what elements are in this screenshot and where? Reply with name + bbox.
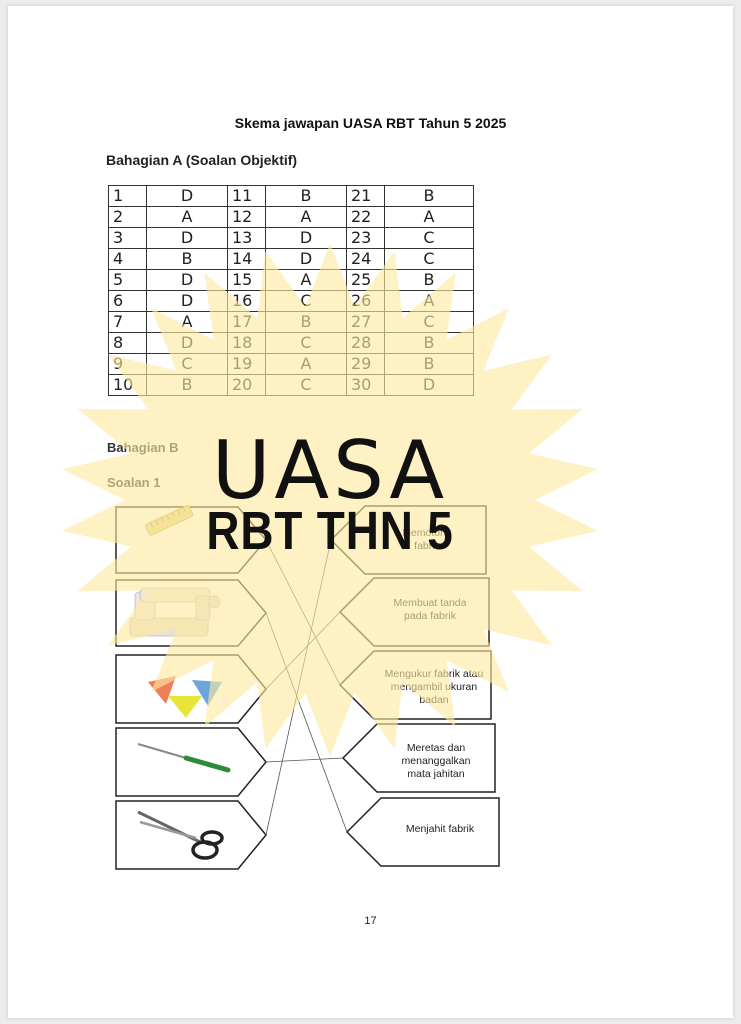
document-title: Skema jawapan UASA RBT Tahun 5 2025 — [234, 115, 507, 131]
description-line: Membuat tanda — [393, 597, 467, 609]
description-line: badan — [419, 694, 449, 706]
watermark-subtitle: RBT THN 5 — [206, 501, 454, 561]
description-line: Mengukur fabrik atau — [384, 668, 484, 680]
match-line-3 — [265, 611, 341, 690]
description-line: pada fabrik — [404, 610, 456, 622]
description-line: Menjahit fabrik — [405, 823, 475, 835]
tool-box-3 — [115, 654, 267, 724]
scissors-icon — [137, 810, 224, 860]
match-line-2 — [265, 612, 348, 833]
description-line: mata jahitan — [407, 768, 465, 780]
description-line: menanggalkan — [401, 755, 471, 767]
match-line-5 — [265, 539, 332, 836]
page-number: 17 — [364, 915, 377, 927]
description-text-5: Menjahit fabrik — [385, 823, 495, 836]
description-line: Meretas dan — [406, 742, 466, 754]
desc-box-5 — [345, 797, 500, 867]
match-line-4 — [265, 757, 344, 763]
watermark-title: UASA — [211, 424, 449, 517]
description-line: mengambil ukuran — [390, 681, 478, 693]
section-a-heading: Bahagian A (Soalan Objektif) — [106, 152, 298, 168]
